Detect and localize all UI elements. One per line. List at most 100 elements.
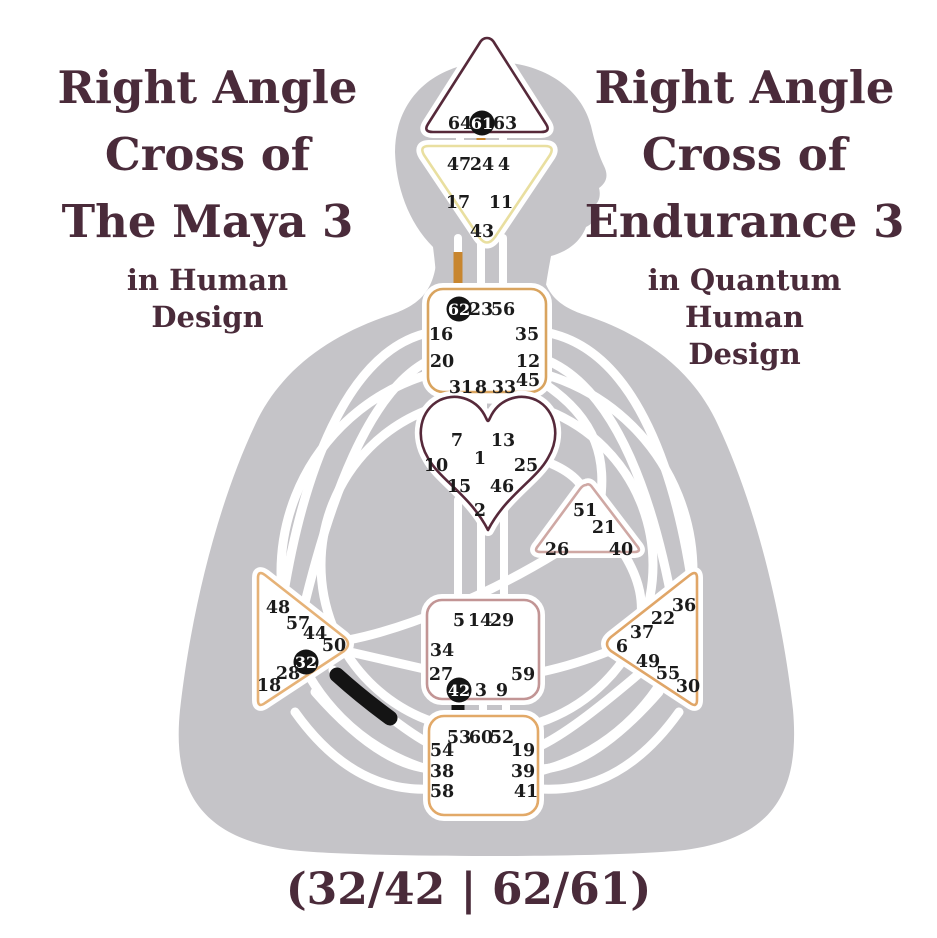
- gate-40: 40: [609, 540, 633, 560]
- gate-12: 12: [516, 352, 540, 372]
- gate-64: 64: [448, 114, 472, 134]
- gate-60: 60: [469, 728, 493, 748]
- right-subtitle: in Quantum Human Design: [547, 262, 937, 373]
- gate-59: 59: [511, 665, 535, 685]
- g-center: [414, 390, 562, 536]
- gate-49: 49: [636, 652, 660, 672]
- gate-22: 22: [651, 609, 675, 629]
- right-title-line-3: Endurance 3: [584, 195, 905, 248]
- gate-62: 62: [448, 300, 470, 319]
- left-subtitle-line-2: Design: [151, 300, 264, 334]
- gate-58: 58: [430, 782, 454, 802]
- gate-35: 35: [515, 325, 539, 345]
- gate-42: 42: [448, 681, 470, 700]
- gate-27: 27: [429, 665, 453, 685]
- channel-12-22: [539, 354, 679, 617]
- gate-20: 20: [430, 352, 454, 372]
- channel-35-36: [539, 327, 699, 603]
- gate-46: 46: [490, 477, 514, 497]
- gate-54: 54: [430, 741, 454, 761]
- gate-53: 53: [447, 728, 471, 748]
- channel-55-39: [533, 687, 664, 774]
- right-subtitle-line-1: in Quantum: [647, 263, 842, 297]
- sacral-center: [421, 594, 545, 705]
- gate-8: 8: [475, 378, 487, 398]
- gate-57: 57: [286, 614, 310, 634]
- gate-34: 34: [430, 641, 454, 661]
- left-title-line-2: Cross of: [104, 128, 311, 181]
- gate-45: 45: [516, 371, 540, 391]
- gate-50: 50: [322, 636, 346, 656]
- right-title-line-1: Right Angle: [594, 61, 895, 114]
- gate-48: 48: [266, 598, 290, 618]
- gate-51: 51: [573, 501, 597, 521]
- gate-47: 47: [447, 155, 471, 175]
- gate-25: 25: [514, 456, 538, 476]
- gate-3: 3: [475, 681, 487, 701]
- channel-6-59: [536, 645, 617, 677]
- root-center: [423, 710, 544, 821]
- gate-13: 13: [491, 431, 515, 451]
- gate-31: 31: [449, 378, 473, 398]
- gate-44: 44: [303, 624, 327, 644]
- gate-32-highlight-circle: [293, 649, 319, 675]
- right-subtitle-line-3: Design: [688, 337, 801, 371]
- solar-plexus-center: [601, 567, 703, 711]
- gate-30: 30: [676, 677, 700, 697]
- gate-17: 17: [446, 193, 470, 213]
- gate-18: 18: [257, 676, 281, 696]
- gate-39: 39: [511, 762, 535, 782]
- right-subtitle-line-2: Human: [684, 300, 805, 334]
- gate-14: 14: [468, 611, 492, 631]
- channel-20-57: [297, 354, 437, 620]
- gate-19: 19: [511, 741, 535, 761]
- highlight-32-54-design: [329, 667, 398, 726]
- gate-41: 41: [514, 782, 538, 802]
- gate-42-highlight-circle: [446, 677, 472, 703]
- gate-23: 23: [469, 300, 493, 320]
- spleen-center: [252, 567, 354, 711]
- gate-33: 33: [492, 378, 516, 398]
- gate-61: 61: [471, 114, 493, 133]
- gate-15: 15: [447, 477, 471, 497]
- gate-6: 6: [616, 637, 628, 657]
- gate-38: 38: [430, 762, 454, 782]
- spleen-center-shape: [256, 571, 350, 707]
- ego-center: [530, 478, 645, 558]
- gate-9: 9: [496, 681, 508, 701]
- sacral-center-shape: [425, 598, 541, 701]
- left-title-block: Right Angle Cross of The Maya 3 in Human…: [10, 54, 405, 336]
- right-title-block: Right Angle Cross of Endurance 3 in Quan…: [547, 54, 937, 373]
- root-center-shape: [427, 714, 540, 817]
- gate-63: 63: [493, 114, 517, 134]
- gate-29: 29: [490, 611, 514, 631]
- gate-11: 11: [489, 193, 513, 213]
- ego-center-shape: [534, 483, 641, 554]
- gate-62-highlight-circle: [446, 296, 472, 322]
- gate-5: 5: [453, 611, 465, 631]
- gate-10: 10: [424, 456, 448, 476]
- gate-56: 56: [491, 300, 515, 320]
- gate-36: 36: [672, 596, 696, 616]
- channel-30-41: [533, 707, 684, 794]
- right-title-line-2: Cross of: [641, 128, 848, 181]
- gate-55: 55: [656, 664, 680, 684]
- gate-37: 37: [630, 623, 654, 643]
- solar-plexus-center-shape: [605, 571, 699, 707]
- gate-52: 52: [490, 728, 514, 748]
- left-title-line-1: Right Angle: [57, 61, 358, 114]
- gate-61-highlight-circle: [469, 110, 495, 136]
- channel-16-48: [278, 327, 437, 603]
- channel-49-19: [533, 667, 646, 752]
- gate-4: 4: [498, 155, 510, 175]
- gate-26: 26: [545, 540, 569, 560]
- gate-28: 28: [276, 664, 300, 684]
- gate-21: 21: [592, 518, 616, 538]
- gate-16: 16: [429, 325, 453, 345]
- left-subtitle: in Human Design: [10, 262, 405, 336]
- g-center-shape: [419, 395, 557, 532]
- ajna-center: [416, 140, 558, 249]
- gate-32: 32: [295, 653, 317, 672]
